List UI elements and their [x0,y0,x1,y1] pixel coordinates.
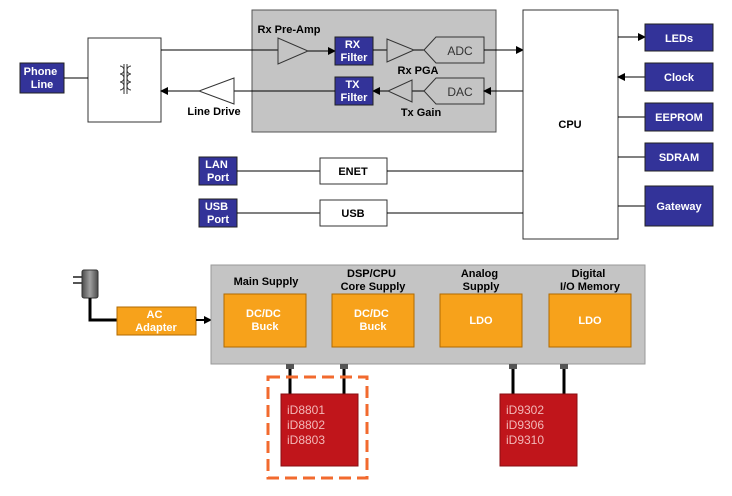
clock-label: Clock [664,72,695,84]
clock-block [644,62,714,92]
ldo-analog-block [439,293,523,348]
leds-block [644,23,714,52]
ldo-analog-label: LDO [469,315,493,327]
dcdc-buck-core-label: DC/DC Buck [354,308,392,333]
supply-header-core: DSP/CPU Core Supply [341,268,407,293]
leds-label: LEDs [665,33,693,45]
usb-label: USB [341,208,364,220]
analog-panel [251,9,497,133]
peripherals: LEDs Clock EEPROM SDRAM Gateway [617,23,714,227]
gateway-label: Gateway [656,201,702,213]
rx-pga-label: Rx PGA [398,65,439,77]
ac-adapter-label: AC Adapter [135,309,177,334]
power-plug-icon [73,269,99,299]
ac-adapter-block [116,306,197,336]
supply-header-main: Main Supply [234,276,300,288]
chip-left-parts: iD8801 iD8802 iD8803 [287,403,328,447]
rx-pga-triangle [386,38,416,63]
usb-port-label: USB Port [205,201,231,226]
chip-right-pins [509,364,568,397]
dcdc-buck-core-block [331,293,415,348]
sdram-block [644,142,714,172]
rx-preamp-triangle [277,37,310,65]
sdram-label: SDRAM [659,152,699,164]
gateway-block [644,185,714,227]
tx-gain-triangle [386,79,413,103]
supply-header-digital: Digital I/O Memory [560,268,621,293]
chip-left-highlight [266,375,369,480]
dac-label: DAC [447,85,473,99]
cpu-block [522,9,619,240]
cpu-label: CPU [558,119,581,131]
enet-block [319,157,388,185]
eeprom-label: EEPROM [655,112,703,124]
rx-filter-label: RX Filter [341,39,369,64]
lan-port-label: LAN Port [205,159,231,184]
transformer-icon [119,64,132,94]
dcdc-buck-main-label: DC/DC Buck [246,308,284,333]
line-drive-label: Line Drive [187,106,240,118]
lan-port-block [198,156,238,186]
chip-left-pins [286,364,348,397]
tx-filter-block [334,76,374,106]
ldo-digital-label: LDO [578,315,602,327]
tx-filter-label: TX Filter [341,79,369,104]
eeprom-block [644,102,714,132]
phone-line-block [19,62,65,94]
phone-line-label: Phone Line [24,66,61,91]
chip-left [280,393,359,467]
chip-right [499,393,578,467]
ldo-digital-block [548,293,632,348]
chip-right-parts: iD9302 iD9306 iD9310 [506,403,547,447]
rx-preamp-label: Rx Pre-Amp [258,24,321,36]
plug-cable [88,298,117,322]
dcdc-buck-main-block [223,293,307,348]
tx-gain-label: Tx Gain [401,107,442,119]
supply-header-analog: Analog Supply [461,268,501,293]
adc-label: ADC [447,44,473,58]
enet-label: ENET [338,166,368,178]
line-drive-triangle [197,77,235,105]
rx-filter-block [334,36,374,66]
